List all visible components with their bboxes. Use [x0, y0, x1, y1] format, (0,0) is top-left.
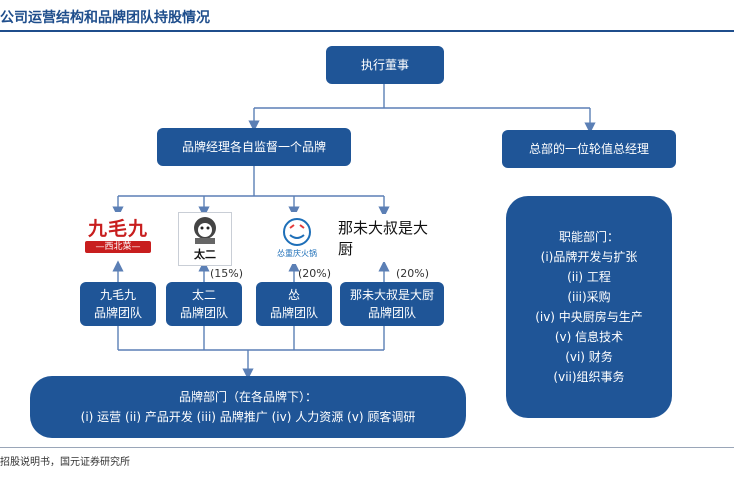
title-divider — [0, 30, 734, 32]
brand-departments-title: 品牌部门（在各品牌下）： — [178, 390, 317, 404]
jiumaojiu-logo: 九毛九 —西北菜— — [80, 212, 156, 260]
functional-dept-item: (ii) 工程 — [567, 270, 611, 284]
jiumaojiu-logo-subtext: —西北菜— — [85, 241, 151, 253]
functional-departments-title: 职能部门： — [558, 230, 619, 244]
song-logo-icon — [283, 218, 311, 246]
brand-team-3-pct: (20%) — [298, 267, 332, 280]
brand-team-name: 那未大叔是大厨 — [349, 288, 434, 302]
brand-departments-items: (i) 运营 (ii) 产品开发 (iii) 品牌推广 (iv) 人力资源 (v… — [80, 410, 416, 424]
footer-divider — [0, 447, 734, 448]
brand-manager-label: 品牌经理各自监督一个品牌 — [181, 140, 326, 154]
taier-logo-text: 太二 — [194, 248, 216, 261]
taier-mascot-icon — [194, 217, 216, 244]
source-note: 招股说明书，国元证券研究所 — [0, 457, 130, 468]
functional-dept-item: (iv) 中央厨房与生产 — [535, 310, 643, 324]
jiumaojiu-logo-text: 九毛九 — [87, 218, 148, 240]
brand-team-jiumaojiu: 九毛九 品牌团队 — [80, 282, 156, 326]
rotating-gm-label: 总部的一位轮值总经理 — [528, 142, 649, 156]
page-title: 公司运营结构和品牌团队持股情况 — [0, 10, 210, 26]
functional-dept-item: (i)品牌开发与扩张 — [540, 250, 638, 264]
brand-team-label: 品牌团队 — [367, 306, 416, 320]
nabudashu-logo-text: 那未大叔是大厨 — [338, 219, 429, 258]
functional-departments-box: 职能部门： (i)品牌开发与扩张 (ii) 工程 (iii)采购 (iv) 中央… — [506, 196, 672, 418]
exec-director-box: 执行董事 — [326, 46, 444, 84]
functional-dept-item: (iii)采购 — [567, 290, 611, 304]
brand-team-2-pct: (15%) — [210, 267, 244, 280]
brand-team-nabudashu: 那未大叔是大厨 品牌团队 — [340, 282, 444, 326]
exec-director-label: 执行董事 — [360, 58, 409, 72]
rotating-gm-box: 总部的一位轮值总经理 — [502, 130, 676, 168]
brand-team-label: 品牌团队 — [93, 306, 142, 320]
brand-team-name: 九毛九 — [99, 288, 136, 302]
song-logo: 怂重庆火锅 — [270, 212, 324, 264]
functional-dept-item: (v) 信息技术 — [554, 330, 624, 344]
song-logo-subtext: 怂重庆火锅 — [277, 249, 317, 258]
brand-team-name: 怂 — [287, 288, 300, 302]
brand-team-taier: 太二 品牌团队 — [166, 282, 242, 326]
brand-departments-box: 品牌部门（在各品牌下）： (i) 运营 (ii) 产品开发 (iii) 品牌推广… — [30, 376, 466, 438]
brand-team-label: 品牌团队 — [269, 306, 318, 320]
functional-dept-item: (vii)组织事务 — [553, 370, 625, 384]
functional-dept-item: (vi) 财务 — [565, 350, 613, 364]
brand-team-name: 太二 — [191, 288, 216, 302]
brand-team-song: 怂 品牌团队 — [256, 282, 332, 326]
nabudashu-logo: 那未大叔是大厨 — [338, 214, 430, 262]
brand-team-label: 品牌团队 — [179, 306, 228, 320]
taier-logo: 太二 — [178, 212, 232, 266]
brand-manager-box: 品牌经理各自监督一个品牌 — [157, 128, 351, 166]
brand-team-4-pct: (20%) — [396, 267, 430, 280]
